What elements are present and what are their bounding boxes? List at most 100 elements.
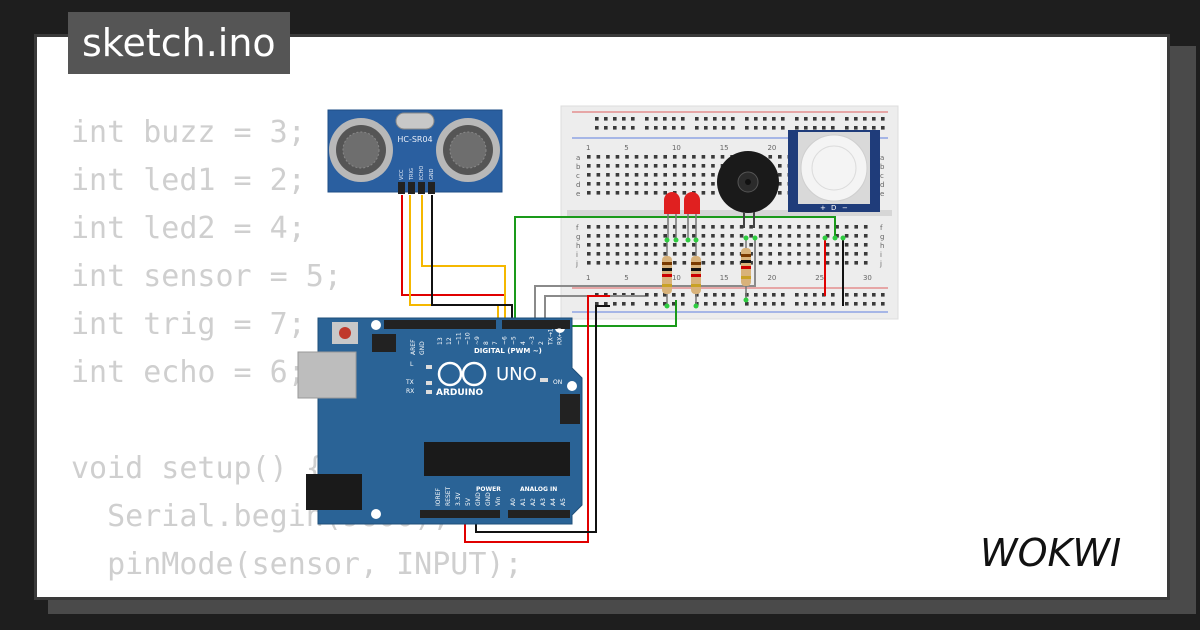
analog-pin-label: A5 bbox=[560, 498, 567, 506]
digital-pin-label: 12 bbox=[446, 337, 453, 345]
led-red-2 bbox=[684, 192, 700, 238]
power-pin-label: IOREF bbox=[435, 488, 442, 506]
breadboard-col-label: 5 bbox=[624, 144, 628, 152]
breadboard-row-label: i bbox=[880, 251, 882, 259]
digital-pin-label: 13 bbox=[437, 337, 444, 345]
digital-label: DIGITAL (PWM ~) bbox=[474, 347, 542, 355]
breadboard-row-label: j bbox=[575, 260, 578, 268]
digital-pin-label: ~9 bbox=[474, 336, 481, 345]
resistor-1 bbox=[662, 240, 672, 305]
aref-label: AREF bbox=[410, 339, 417, 355]
uno-label: UNO bbox=[496, 364, 537, 385]
breadboard-row-label: g bbox=[576, 233, 580, 241]
digital-pin-label: ~3 bbox=[529, 336, 536, 345]
digital-pin-label: 2 bbox=[538, 341, 545, 345]
breadboard-row-label: c bbox=[880, 172, 884, 180]
breadboard-col-label: 1 bbox=[586, 144, 590, 152]
arduino-brand: ARDUINO bbox=[436, 388, 484, 398]
breadboard-row-label: b bbox=[576, 163, 581, 171]
wire-gray-2 bbox=[544, 295, 645, 324]
digital-pin-label: 4 bbox=[520, 341, 527, 345]
breadboard-row-label: a bbox=[880, 154, 884, 162]
pir-pin-0: + bbox=[820, 204, 826, 212]
breadboard-row-label: d bbox=[880, 181, 884, 189]
ultrasonic-sensor: HC-SR04 VCC TRIG ECHO GND bbox=[327, 109, 503, 194]
sketch-title: sketch.ino bbox=[68, 12, 290, 74]
breadboard-col-label: 25 bbox=[815, 274, 824, 282]
breadboard-col-label: 5 bbox=[624, 274, 628, 282]
analog-pin-label: A1 bbox=[520, 498, 527, 506]
breadboard-row-label: g bbox=[880, 233, 884, 241]
code-line: int buzz = 3; bbox=[71, 115, 306, 150]
analog-pin-label: A3 bbox=[540, 498, 547, 506]
wire-echo bbox=[421, 195, 506, 324]
power-pin-label: 3.3V bbox=[455, 491, 462, 506]
sensor-label: HC-SR04 bbox=[397, 135, 432, 144]
code-line: int led2 = 4; bbox=[71, 211, 306, 246]
gnd-label: GND bbox=[419, 341, 426, 355]
rx-label: RX bbox=[406, 388, 414, 395]
breadboard-row-label: a bbox=[576, 154, 580, 162]
digital-pin-label: TX→1 bbox=[547, 328, 554, 346]
digital-pin-label: RX←0 bbox=[557, 328, 564, 345]
code-line: pinMode(trig, OUTPUT); bbox=[71, 589, 523, 597]
wire-gnd-sensor bbox=[431, 195, 513, 324]
digital-pin-label: ~11 bbox=[455, 332, 462, 345]
breadboard-col-label: 20 bbox=[767, 274, 776, 282]
svg-text:WOKWI: WOKWI bbox=[980, 531, 1121, 575]
pir-pin-2: − bbox=[842, 204, 848, 212]
analog-pin-label: A2 bbox=[530, 498, 537, 506]
analog-label: ANALOG IN bbox=[520, 486, 557, 493]
on-label: ON bbox=[553, 379, 562, 386]
breadboard-row-label: h bbox=[880, 242, 884, 250]
code-preview: int buzz = 3;int led1 = 2;int led2 = 4;i… bbox=[71, 109, 523, 597]
resistor-3 bbox=[741, 238, 751, 300]
wokwi-logo: WOKWI bbox=[980, 531, 1121, 575]
breadboard-row-label: j bbox=[879, 260, 882, 268]
breadboard-col-label: 30 bbox=[863, 274, 872, 282]
breadboard-row-label: h bbox=[576, 242, 580, 250]
pir-sensor: + D − bbox=[788, 130, 880, 212]
analog-pin-label: A4 bbox=[550, 498, 557, 506]
breadboard-row-label: b bbox=[880, 163, 885, 171]
l-label: L bbox=[410, 361, 414, 368]
breadboard-col-label: 15 bbox=[720, 274, 729, 282]
analog-pin-label: A0 bbox=[510, 498, 517, 506]
arduino-uno: DIGITAL (PWM ~) UNO ARDUINO POWER ANALOG… bbox=[297, 317, 583, 525]
breadboard-col-label: 15 bbox=[720, 144, 729, 152]
led-red-1 bbox=[664, 192, 680, 238]
wire-green-1 bbox=[514, 216, 836, 324]
pir-pin-1: D bbox=[831, 204, 836, 212]
power-pin-label: GND bbox=[475, 492, 482, 506]
sensor-pin-1: TRIG bbox=[409, 168, 415, 181]
digital-pin-label: ~6 bbox=[501, 336, 508, 345]
wire-red-5v bbox=[464, 295, 610, 543]
breadboard-col-label: 10 bbox=[672, 274, 681, 282]
power-pin-label: RESET bbox=[445, 486, 452, 506]
breadboard-col-label: 20 bbox=[767, 144, 776, 152]
code-line: void setup() { bbox=[71, 451, 324, 486]
sensor-pin-0: VCC bbox=[399, 169, 405, 180]
wire-gray-1 bbox=[534, 238, 756, 324]
digital-pin-label: 8 bbox=[483, 341, 490, 345]
breadboard-row-label: f bbox=[576, 224, 579, 232]
breadboard-row-label: e bbox=[576, 190, 580, 198]
breadboard-col-label: 10 bbox=[672, 144, 681, 152]
power-pin-label: Vin bbox=[495, 496, 502, 506]
wire-black-gnd bbox=[475, 305, 610, 533]
tx-label: TX bbox=[405, 379, 414, 386]
breadboard-row-label: e bbox=[880, 190, 884, 198]
breadboard-row-label: i bbox=[576, 251, 578, 259]
sensor-pin-3: GND bbox=[429, 168, 435, 180]
code-line: pinMode(sensor, INPUT); bbox=[71, 547, 523, 582]
resistor-2 bbox=[691, 240, 701, 305]
breadboard-row-label: d bbox=[576, 181, 580, 189]
digital-pin-label: 7 bbox=[492, 341, 499, 345]
buzzer bbox=[717, 151, 779, 228]
breadboard-col-label: 1 bbox=[586, 274, 590, 282]
power-pin-label: GND bbox=[485, 492, 492, 506]
code-line: int sensor = 5; bbox=[71, 259, 342, 294]
code-line: int trig = 7; bbox=[71, 307, 306, 342]
sensor-pin-2: ECHO bbox=[419, 166, 425, 180]
digital-pin-label: ~10 bbox=[465, 332, 472, 345]
